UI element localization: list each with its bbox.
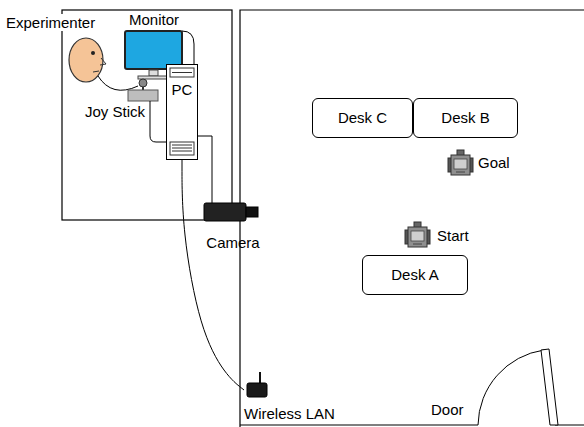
device-label: Joy Stick	[84, 103, 146, 120]
pc-box: PC	[166, 64, 198, 160]
joystick-symbol	[128, 79, 158, 101]
robot-start	[405, 222, 430, 247]
wireless-lan-node: Wireless LAN	[244, 372, 345, 422]
cable-line	[182, 160, 244, 390]
node-text: Desk B	[441, 109, 489, 126]
cable-line	[198, 136, 212, 203]
desk-box: Desk A	[362, 255, 468, 295]
device-label: Monitor	[128, 11, 180, 28]
node-text: Desk A	[391, 266, 439, 283]
position-label: Start	[436, 227, 470, 244]
experiment-room	[240, 10, 584, 427]
pc-tower	[166, 64, 198, 160]
door-symbol	[478, 349, 558, 425]
joystick-cable	[150, 101, 166, 142]
desk-box: Desk C	[312, 98, 413, 138]
node-text: PC	[172, 81, 193, 98]
camera-symbol	[204, 203, 258, 221]
hand-line	[98, 76, 138, 90]
monitor-cable	[182, 31, 194, 64]
control-room	[62, 10, 232, 220]
experimenter-face	[69, 38, 106, 82]
desk-box: Desk B	[413, 98, 518, 138]
node-text: Desk C	[338, 109, 387, 126]
door-label: Door	[430, 401, 465, 418]
wireless-lan-symbol	[247, 372, 267, 397]
robot-goal	[448, 150, 473, 175]
camera-node: Camera	[200, 203, 266, 251]
node-text: Camera	[206, 234, 259, 251]
node-text: Wireless LAN	[244, 405, 335, 422]
position-label: Goal	[477, 154, 511, 171]
person-label: Experimenter	[5, 14, 96, 31]
